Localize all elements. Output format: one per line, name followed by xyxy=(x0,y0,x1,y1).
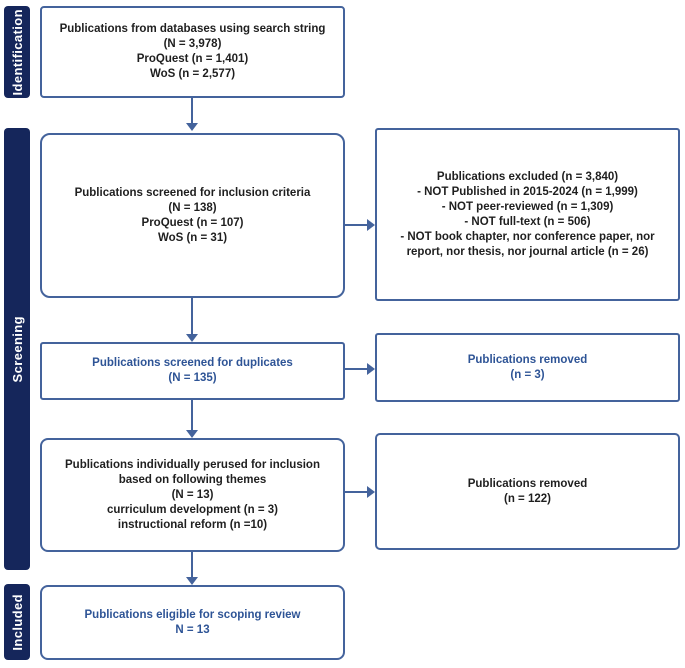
box-removed-duplicates: Publications removed (n = 3) xyxy=(375,333,680,402)
box-screened-inclusion-total: (N = 138) xyxy=(168,201,217,214)
box-excluded-reason-years: - NOT Published in 2015-2024 (n = 1,999) xyxy=(417,185,638,198)
box-perused-theme-curriculum: curriculum development (n = 3) xyxy=(107,503,278,516)
box-perused-theme-instructional: instructional reform (n =10) xyxy=(117,518,268,531)
box-screened-inclusion: Publications screened for inclusion crit… xyxy=(40,133,345,298)
box-perused: Publications individually perused for in… xyxy=(40,438,345,552)
arrow-stem xyxy=(191,400,193,432)
stage-label-identification: Identification xyxy=(9,8,25,96)
box-perused-line1: Publications individually perused for in… xyxy=(65,458,320,471)
box-excluded-reason-fulltext: - NOT full-text (n = 506) xyxy=(464,215,591,228)
box-removed-duplicates-total: (n = 3) xyxy=(510,368,545,381)
arrow-down-icon xyxy=(186,430,198,438)
flow-arrow-duplicates-to-perused xyxy=(185,400,199,438)
arrow-stem xyxy=(345,491,369,493)
box-removed-themes-total: (n = 122) xyxy=(504,492,551,505)
stage-bar-included: Included xyxy=(4,584,30,660)
arrow-stem xyxy=(345,224,369,226)
arrow-right-icon xyxy=(367,219,375,231)
box-perused-line2: based on following themes xyxy=(118,473,267,486)
box-source-proquest: ProQuest (n = 1,401) xyxy=(136,53,249,65)
stage-label-included: Included xyxy=(9,593,25,651)
box-removed-themes-line: Publications removed xyxy=(467,477,588,490)
box-screened-duplicates-total: (N = 135) xyxy=(168,372,217,384)
arrow-stem xyxy=(191,552,193,579)
stage-label-screening: Screening xyxy=(9,315,25,383)
arrow-right-icon xyxy=(367,363,375,375)
box-eligible: Publications eligible for scoping review… xyxy=(40,585,345,660)
box-eligible-total: N = 13 xyxy=(175,623,210,636)
box-excluded-reason-peer-review: - NOT peer-reviewed (n = 1,309) xyxy=(441,200,614,213)
arrow-stem xyxy=(191,98,193,125)
stage-bar-screening: Screening xyxy=(4,128,30,570)
box-eligible-line: Publications eligible for scoping review xyxy=(84,608,301,621)
box-source-publications: Publications from databases using search… xyxy=(40,6,345,98)
arrow-stem xyxy=(345,368,369,370)
flow-arrow-duplicates-to-removed xyxy=(345,362,375,376)
box-removed-themes: Publications removed (n = 122) xyxy=(375,433,680,550)
arrow-down-icon xyxy=(186,577,198,585)
stage-bar-identification: Identification xyxy=(4,6,30,98)
box-excluded-title: Publications excluded (n = 3,840) xyxy=(436,170,619,183)
flow-arrow-perused-to-eligible xyxy=(185,552,199,585)
box-source-line: Publications from databases using search… xyxy=(59,23,326,35)
box-perused-total: (N = 13) xyxy=(171,488,214,501)
arrow-down-icon xyxy=(186,123,198,131)
box-screened-inclusion-line: Publications screened for inclusion crit… xyxy=(74,186,311,199)
flow-arrow-source-to-screened xyxy=(185,98,199,131)
arrow-stem xyxy=(191,298,193,336)
box-source-total: (N = 3,978) xyxy=(163,38,222,50)
flow-arrow-perused-to-removed xyxy=(345,485,375,499)
box-source-wos: WoS (n = 2,577) xyxy=(149,68,236,80)
box-screened-inclusion-proquest: ProQuest (n = 107) xyxy=(141,216,244,229)
box-excluded-reason-type: - NOT book chapter, nor conference paper… xyxy=(400,230,655,258)
flow-arrow-screened-to-excluded xyxy=(345,218,375,232)
arrow-down-icon xyxy=(186,334,198,342)
arrow-right-icon xyxy=(367,486,375,498)
flow-arrow-screened-to-duplicates xyxy=(185,298,199,342)
box-screened-duplicates-line: Publications screened for duplicates xyxy=(92,357,293,369)
box-screened-duplicates: Publications screened for duplicates (N … xyxy=(40,342,345,400)
box-screened-inclusion-wos: WoS (n = 31) xyxy=(157,231,228,244)
box-removed-duplicates-line: Publications removed xyxy=(467,353,588,366)
box-excluded: Publications excluded (n = 3,840) - NOT … xyxy=(375,128,680,301)
